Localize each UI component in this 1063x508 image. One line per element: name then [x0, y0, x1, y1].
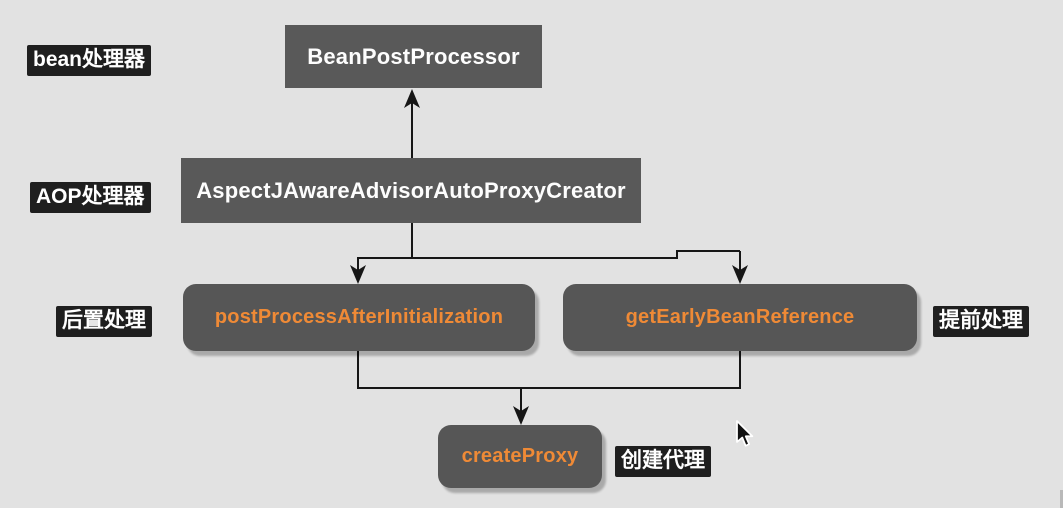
node-bean-post-processor: BeanPostProcessor: [285, 25, 542, 88]
label-early-handling: 提前处理: [933, 306, 1029, 338]
label-bean-handler: bean处理器: [27, 45, 152, 77]
label-create-proxy: 创建代理: [615, 446, 711, 478]
label-aop-handler: AOP处理器: [30, 182, 151, 214]
node-get-early-bean-reference: getEarlyBeanReference: [563, 284, 917, 351]
mouse-cursor-icon: [736, 420, 754, 447]
right-edge-artifact: [1060, 490, 1063, 508]
node-create-proxy: createProxy: [438, 425, 602, 488]
label-post-handling: 后置处理: [56, 306, 152, 338]
node-post-process-after-initialization: postProcessAfterInitialization: [183, 284, 535, 351]
node-aspectj-aware-advisor-auto-proxy-creator: AspectJAwareAdvisorAutoProxyCreator: [181, 158, 641, 223]
